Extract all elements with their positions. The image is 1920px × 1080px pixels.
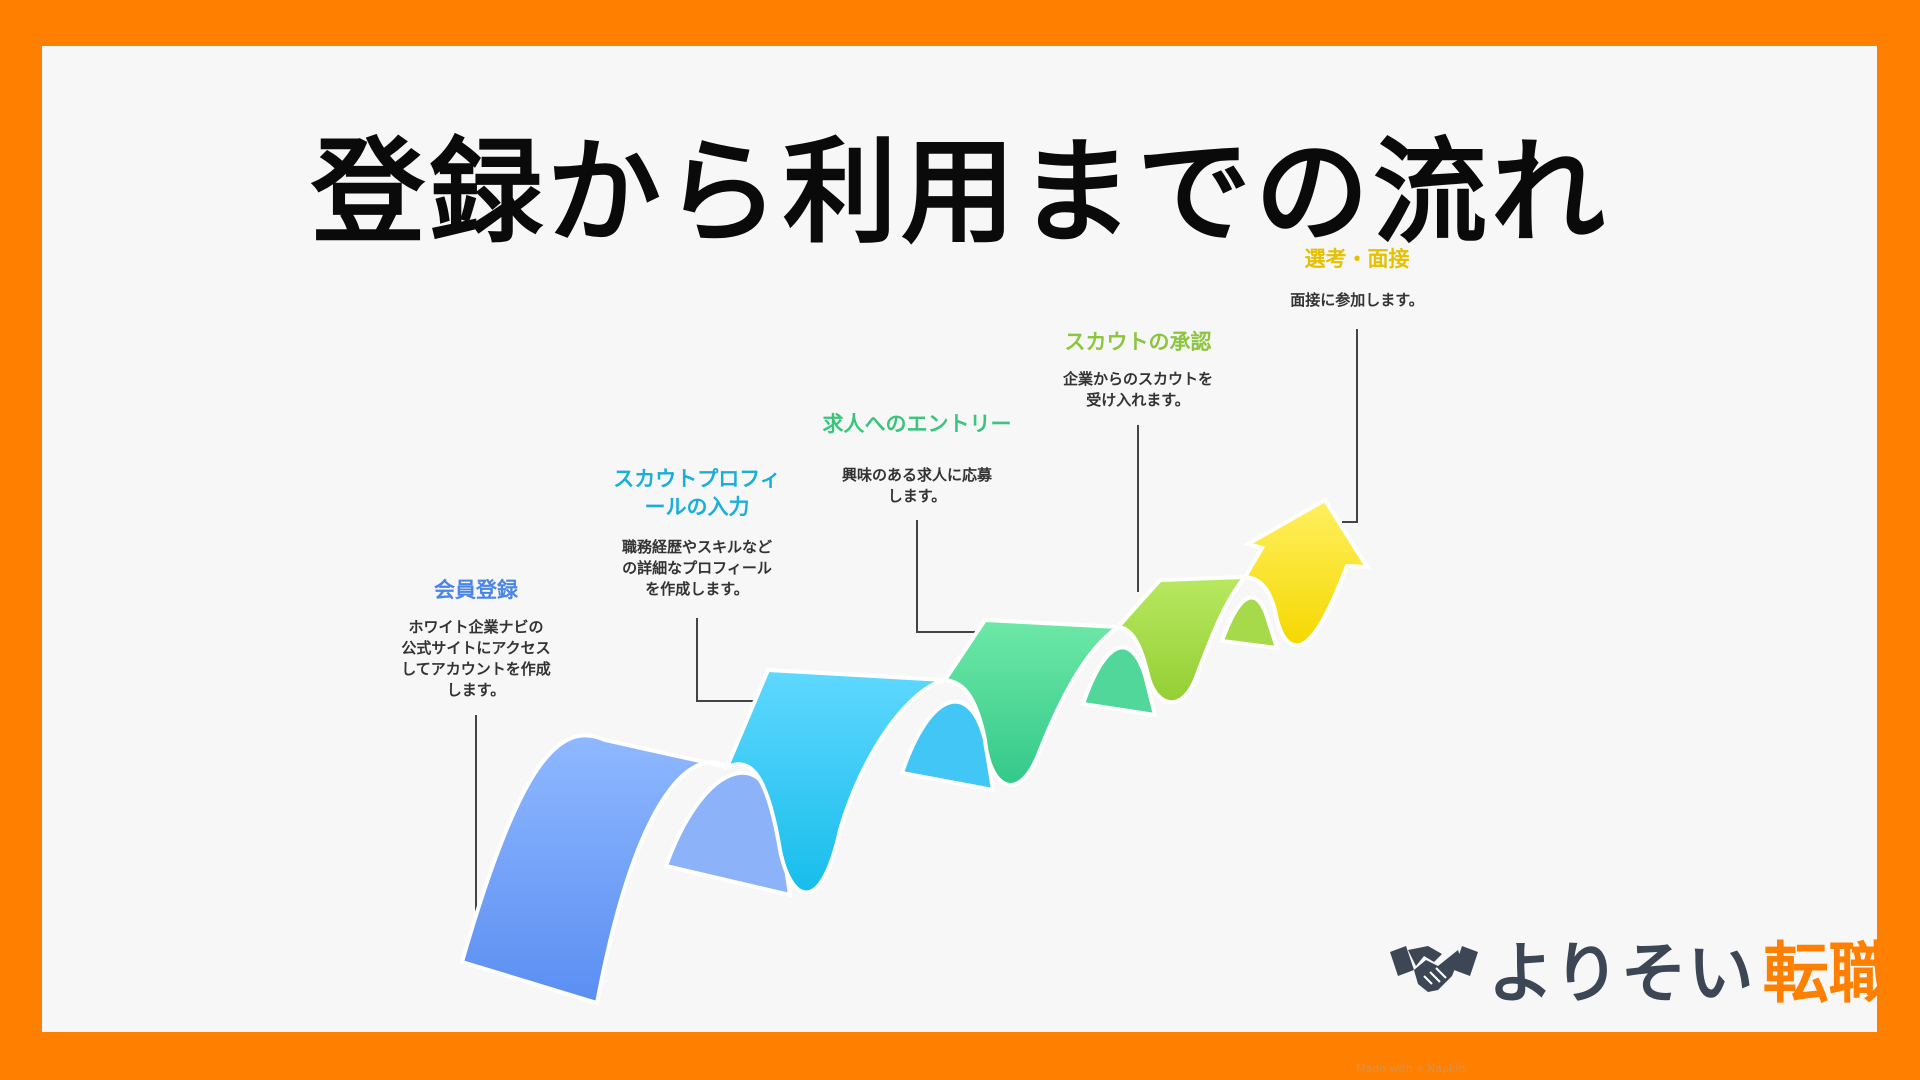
step-4-desc-line-2: 受け入れます。 xyxy=(1086,391,1190,409)
step-1-desc: ホワイト企業ナビの 公式サイトにアクセス してアカウントを作成 します。 xyxy=(366,617,586,701)
brand-logo: よりそい 転職 xyxy=(1388,928,1895,1012)
leader-line-5 xyxy=(1342,329,1358,523)
step-3-desc-line-2: します。 xyxy=(887,487,947,505)
step-2-desc-line-3: を作成します。 xyxy=(645,580,749,598)
step-2-title-line-2: ールの入力 xyxy=(644,495,750,519)
leader-line-2 xyxy=(696,618,770,702)
leader-lines xyxy=(475,329,1358,918)
step-2-desc-line-2: の詳細なプロフィール xyxy=(622,559,772,577)
ribbon-arrow xyxy=(1241,497,1371,648)
ribbon-segment-3 xyxy=(941,617,1124,787)
step-1-desc-line-1: ホワイト企業ナビの xyxy=(408,618,544,636)
step-3-desc-line-1: 興味のある求人に応募 xyxy=(841,466,992,484)
step-1-desc-line-2: 公式サイトにアクセス xyxy=(401,639,551,657)
brand-accent: 転職 xyxy=(1762,935,1895,1012)
made-with-credit: Made with ⟡ Napkin xyxy=(1356,1062,1466,1075)
step-2-title-line-1: スカウトプロフィ xyxy=(613,467,781,491)
ribbon-segment-4-back xyxy=(1219,595,1280,651)
step-1-desc-line-3: してアカウントを作成 xyxy=(401,660,551,678)
content-panel xyxy=(42,46,1877,1032)
step-2-title: スカウトプロフィ ールの入力 xyxy=(587,465,807,521)
step-5-title: 選考・面接 xyxy=(1304,247,1410,271)
step-4-desc: 企業からのスカウトを 受け入れます。 xyxy=(1028,369,1248,411)
step-4-title: スカウトの承認 xyxy=(1064,330,1212,354)
step-5-desc-line-1: 面接に参加します。 xyxy=(1290,291,1424,309)
brand-name: よりそい xyxy=(1488,935,1755,1012)
step-3-title: 求人へのエントリー xyxy=(822,412,1012,436)
step-1-title: 会員登録 xyxy=(434,578,518,602)
step-2-desc: 職務経歴やスキルなど の詳細なプロフィール を作成します。 xyxy=(587,537,807,600)
step-2-desc-line-1: 職務経歴やスキルなど xyxy=(621,538,772,556)
ribbon-segment-4 xyxy=(1113,574,1250,704)
handshake-icon xyxy=(1390,946,1478,992)
step-1-desc-line-4: します。 xyxy=(446,681,506,699)
step-5-desc: 面接に参加します。 xyxy=(1247,290,1467,311)
page-title: 登録から利用までの流れ xyxy=(310,126,1609,259)
ribbon-segment-2 xyxy=(723,667,946,895)
ribbon-segment-3-back xyxy=(1080,645,1158,718)
step-4-desc-line-1: 企業からのスカウトを xyxy=(1062,370,1213,388)
leader-line-3 xyxy=(916,520,975,633)
step-3-desc: 興味のある求人に応募 します。 xyxy=(807,465,1027,507)
